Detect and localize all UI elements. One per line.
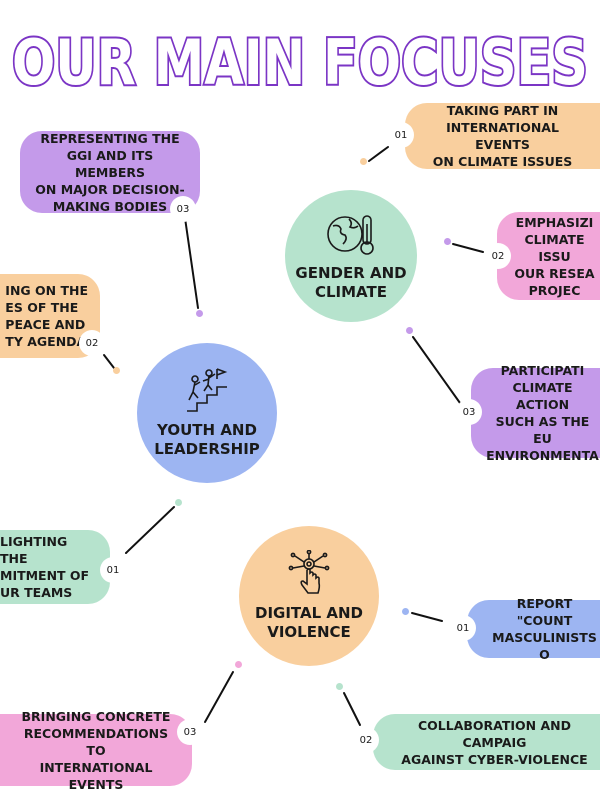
touch-network-icon bbox=[288, 550, 330, 594]
page-title-text: OUR MAIN FOCUSES bbox=[12, 26, 588, 99]
focus-number-badge: 01 bbox=[100, 557, 126, 583]
hub-gender-climate-label: GENDER AND CLIMATE bbox=[295, 264, 407, 301]
focus-youth-01-text: LIGHTING THE MITMENT OF UR TEAMS bbox=[0, 534, 90, 600]
focus-youth-02-text: ING ON THE ES OF THE PEACE AND TY AGENDA bbox=[5, 283, 88, 349]
focus-digital-03: BRINGING CONCRETE RECOMMENDATIONS TO INT… bbox=[0, 709, 192, 792]
focus-digital-01-text: REPORT "COUNT MASCULINISTS O bbox=[492, 596, 597, 662]
focus-number-badge: 01 bbox=[388, 122, 414, 148]
connector-digital-02 bbox=[343, 692, 361, 726]
focus-youth-03: REPRESENTING THE GGI AND ITS MEMBERS ON … bbox=[20, 130, 200, 214]
hub-youth-leadership: YOUTH AND LEADERSHIP bbox=[137, 343, 277, 483]
focus-digital-01: REPORT "COUNT MASCULINISTS O bbox=[467, 596, 600, 662]
focus-number-badge: 01 bbox=[450, 615, 476, 641]
focus-climate-02: EMPHASIZI CLIMATE ISSU OUR RESEA PROJEC bbox=[497, 212, 600, 300]
climbing-stairs-icon bbox=[187, 368, 228, 412]
focus-climate-02-text: EMPHASIZI CLIMATE ISSU OUR RESEA PROJEC bbox=[514, 214, 595, 298]
hub-digital-violence-label: DIGITAL AND VIOLENCE bbox=[255, 604, 363, 641]
globe-thermometer-icon bbox=[327, 215, 374, 255]
focus-number-badge: 03 bbox=[177, 719, 203, 745]
hub-youth-leadership-label: YOUTH AND LEADERSHIP bbox=[154, 421, 260, 458]
connector-youth-03 bbox=[184, 217, 199, 309]
focus-climate-03: PARTICIPATI CLIMATE ACTION SUCH AS THE E… bbox=[471, 363, 600, 463]
connector-climate-02 bbox=[452, 243, 484, 253]
focus-number-badge: 02 bbox=[485, 243, 511, 269]
focus-digital-02: COLLABORATION AND CAMPAIG AGAINST CYBER-… bbox=[373, 714, 600, 770]
connector-digital-03 bbox=[204, 671, 234, 723]
focus-youth-03-text: REPRESENTING THE GGI AND ITS MEMBERS ON … bbox=[35, 130, 185, 214]
connector-dot bbox=[402, 608, 409, 615]
connector-climate-03 bbox=[412, 336, 461, 404]
hub-gender-climate: GENDER AND CLIMATE bbox=[285, 190, 417, 322]
page-title: OUR MAIN FOCUSES bbox=[10, 24, 590, 101]
connector-dot bbox=[360, 158, 367, 165]
focus-number-badge: 02 bbox=[353, 727, 379, 753]
focus-youth-01: LIGHTING THE MITMENT OF UR TEAMS bbox=[0, 530, 110, 604]
focus-climate-03-text: PARTICIPATI CLIMATE ACTION SUCH AS THE E… bbox=[486, 363, 599, 463]
connector-dot bbox=[336, 683, 343, 690]
connector-dot bbox=[406, 327, 413, 334]
focus-climate-01-text: TAKING PART IN INTERNATIONAL EVENTS ON C… bbox=[432, 103, 573, 169]
focus-digital-03-text: BRINGING CONCRETE RECOMMENDATIONS TO INT… bbox=[21, 708, 171, 792]
focus-climate-01: TAKING PART IN INTERNATIONAL EVENTS ON C… bbox=[405, 103, 600, 169]
connector-dot bbox=[444, 238, 451, 245]
connector-dot bbox=[196, 310, 203, 317]
connector-dot bbox=[113, 367, 120, 374]
connector-digital-01 bbox=[411, 612, 443, 622]
connector-youth-01 bbox=[125, 506, 175, 554]
connector-youth-02 bbox=[103, 354, 115, 369]
connector-dot bbox=[235, 661, 242, 668]
focus-number-badge: 03 bbox=[456, 399, 482, 425]
focus-digital-02-text: COLLABORATION AND CAMPAIG AGAINST CYBER-… bbox=[401, 717, 588, 767]
focus-number-badge: 02 bbox=[79, 330, 105, 356]
hub-digital-violence: DIGITAL AND VIOLENCE bbox=[239, 526, 379, 666]
connector-dot bbox=[175, 499, 182, 506]
focus-number-badge: 03 bbox=[170, 196, 196, 222]
connector-climate-01 bbox=[368, 146, 389, 162]
